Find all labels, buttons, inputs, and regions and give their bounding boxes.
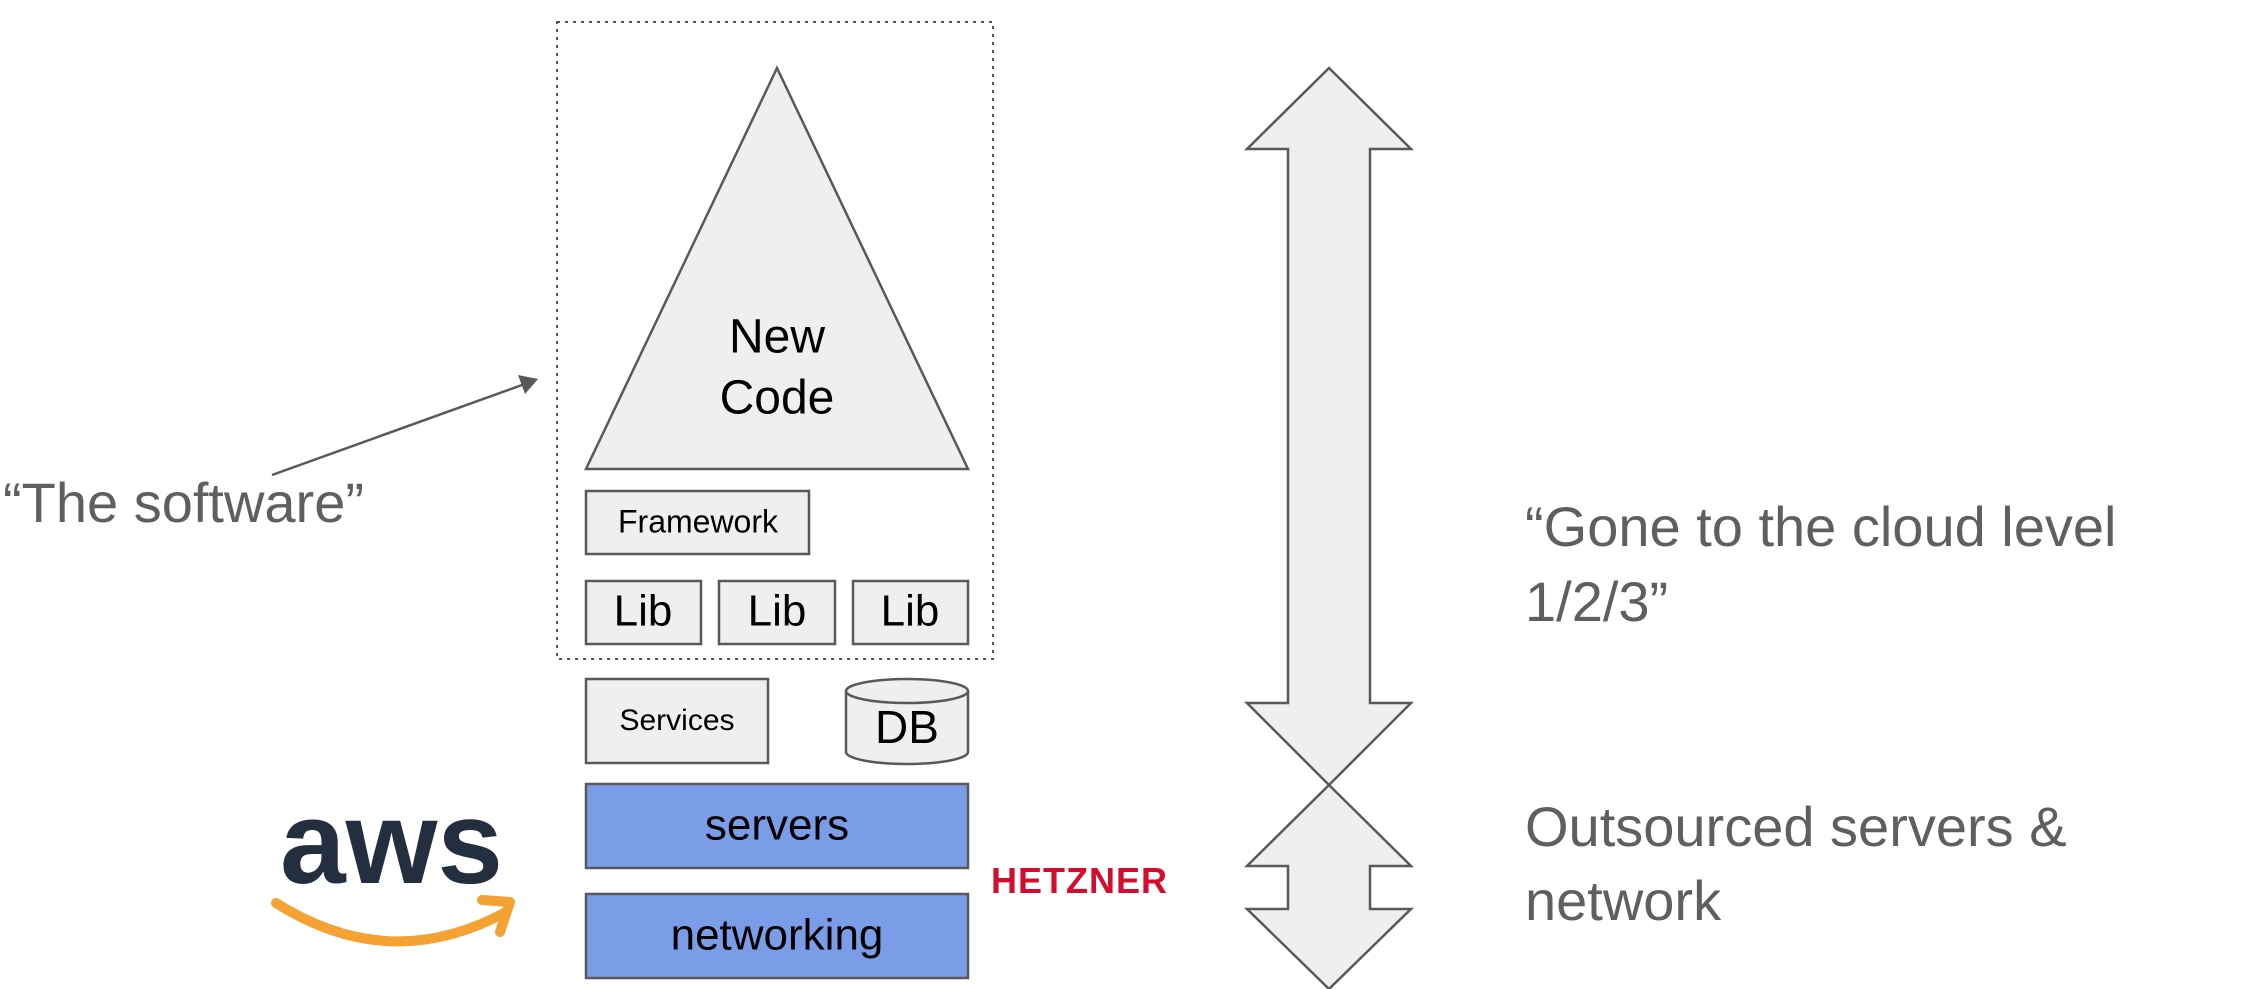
framework-label: Framework [618, 503, 779, 539]
cloud-caption-line1: “Gone to the cloud level [1525, 495, 2116, 558]
aws-logo-text: aws [280, 777, 503, 909]
db-cylinder [844, 677, 970, 766]
networking-label: networking [671, 911, 884, 960]
software-caption: “The software” [3, 471, 364, 534]
outsourced-caption-line2: network [1525, 869, 1722, 932]
new-code-triangle [584, 65, 970, 471]
servers-box [584, 782, 970, 870]
cloud-caption-line2: 1/2/3” [1525, 570, 1668, 633]
lib-box [584, 579, 703, 646]
servers-label: servers [705, 801, 849, 850]
hetzner-logo: HETZNER [991, 860, 1168, 901]
db-label: DB [875, 701, 939, 753]
lib-box [851, 579, 970, 646]
lib-label: Lib [748, 587, 807, 636]
lib-label: Lib [614, 587, 673, 636]
software-boundary [556, 21, 994, 660]
new-code-label-2: Code [720, 372, 835, 425]
framework-box [584, 489, 811, 556]
cloud-level-double-arrow [1243, 66, 1415, 787]
services-label: Services [619, 704, 734, 737]
aws-logo: aws [271, 777, 515, 947]
services-box [584, 677, 770, 765]
outsourced-caption-line1: Outsourced servers & [1525, 795, 2067, 858]
aws-smile-icon [271, 898, 511, 947]
networking-box [584, 892, 970, 980]
outsourced-double-arrow [1243, 783, 1415, 989]
new-code-label-1: New [729, 311, 825, 364]
lib-box [717, 579, 837, 646]
aws-smile-arrow-icon [477, 895, 515, 937]
lib-label: Lib [881, 587, 940, 636]
software-pointer-arrow [271, 375, 538, 477]
